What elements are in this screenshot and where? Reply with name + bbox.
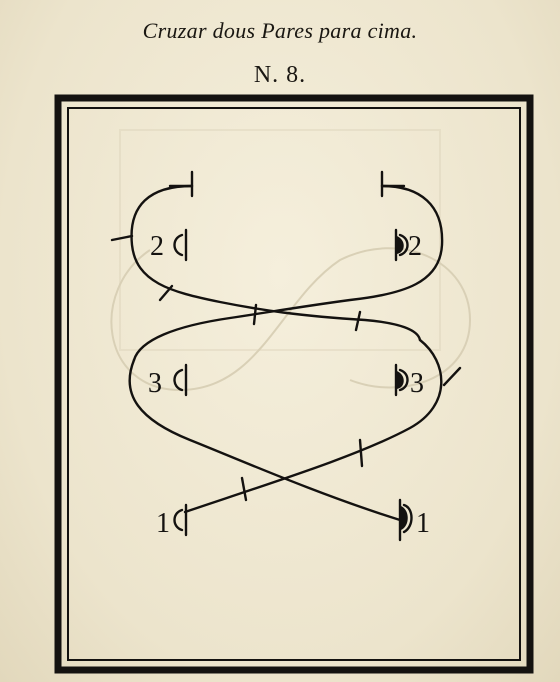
marker-right-middle [394, 363, 409, 397]
marker-fills [397, 236, 408, 530]
bleed-through-shadow [110, 129, 472, 392]
label-right-top: 2 [408, 231, 422, 262]
marker-right-bottom [398, 498, 413, 542]
marker-left-top [173, 228, 188, 262]
label-left-middle: 3 [148, 368, 162, 399]
tick-left-loop-lower [158, 284, 174, 302]
label-right-bottom: 1 [416, 508, 430, 539]
label-right-middle: 3 [410, 368, 424, 399]
tick-left-loop-outer [110, 234, 134, 242]
tick-right-middle [442, 366, 462, 387]
tick-crossing-left [252, 303, 258, 326]
tick-lower-right [358, 438, 364, 468]
tick-lower-left [240, 476, 248, 502]
path-top-right-loop [132, 184, 444, 362]
path-middle-right-loop [183, 338, 443, 514]
figure-number: N. 8. [253, 62, 307, 88]
fill-right-top [397, 236, 404, 254]
path-top-left-loop [130, 184, 422, 342]
figure-title: Cruzar dous Pares para cima. [142, 18, 418, 43]
inner-frame [67, 107, 521, 661]
path-middle-left-loop [128, 358, 402, 522]
label-left-bottom: 1 [156, 508, 170, 539]
fill-right-bottom [401, 506, 408, 530]
outer-frame [54, 94, 534, 674]
label-left-top: 2 [150, 231, 164, 262]
marker-right-top [394, 228, 409, 262]
marker-left-middle [173, 363, 188, 397]
fill-right-middle [397, 371, 404, 389]
marker-left-bottom [173, 503, 188, 537]
tick-crossing-right [354, 310, 362, 332]
